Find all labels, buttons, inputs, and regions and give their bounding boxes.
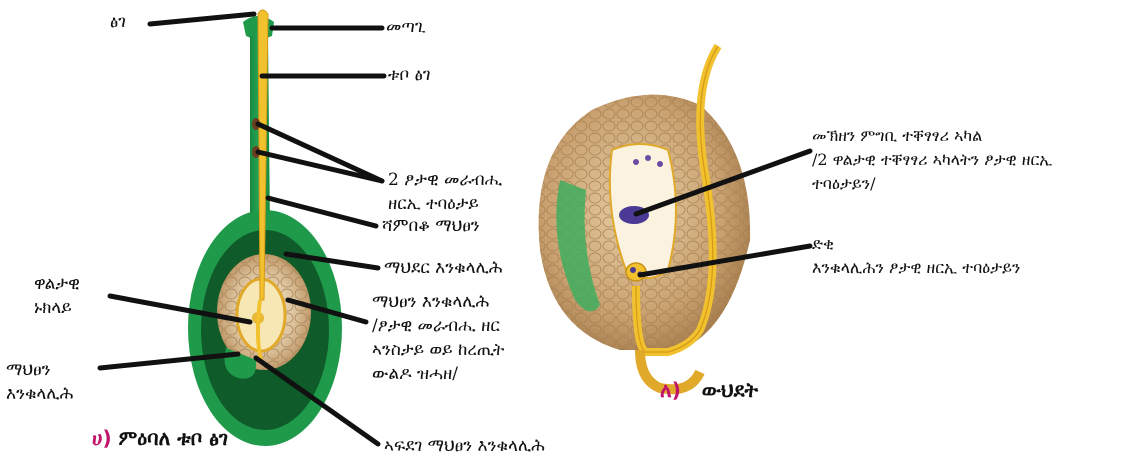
label-egg-cell-line1: ማህፀን	[6, 358, 74, 382]
label-sperm-nuclei-line2: ዘርኢ ተባዕታይ	[388, 192, 502, 216]
label-micropyle: ኣፍደገ ማህፀን እንቁላሊሕ	[384, 434, 545, 458]
label-polar-nuclei-line1: ዋልታዊ	[34, 272, 80, 296]
label-pollen-tube: ቱቦ ፅገ	[388, 63, 431, 87]
label-ovary-wall: ማህደር እንቁላሊሕ	[384, 256, 503, 280]
label-central-cell-line1: መኽዘን ምግቢ ተቐፃፃሪ ኣካል	[812, 124, 1052, 148]
label-ovule: ማህፀን እንቁላሊሕ /ፆታዊ መራብሒ ዘር ኣንስታይ ወይ ከረጢት ው…	[372, 290, 504, 386]
label-ovule-line3: ኣንስታይ ወይ ከረጢት	[372, 338, 504, 362]
label-ovule-line1: ማህፀን እንቁላሊሕ	[372, 290, 504, 314]
caption-right-text: ውህደት	[702, 378, 758, 402]
label-sperm-nuclei-line1: 2 ፆታዊ መራብሒ	[388, 168, 502, 192]
label-central-cell-line2: /2 ዋልታዊ ተቐፃፃሪ ኣካላትን ፆታዊ ዘርኢ	[812, 148, 1052, 172]
label-pollen: ፅገ	[110, 10, 126, 34]
label-egg-cell-line2: እንቁላሊሕ	[6, 382, 74, 406]
label-egg-fusion: ድቂ እንቁላሊሕን ፆታዊ ዘርኢ ተባዕታይን	[812, 232, 1020, 280]
label-sperm-nuclei: 2 ፆታዊ መራብሒ ዘርኢ ተባዕታይ	[388, 168, 502, 216]
caption-right-letter: ለ)	[660, 378, 681, 402]
label-ovule-line4: ውልዶ ዝሓዘ/	[372, 362, 504, 386]
label-ovule-line2: /ፆታዊ መራብሒ ዘር	[372, 314, 504, 338]
label-egg-fusion-line2: እንቁላሊሕን ፆታዊ ዘርኢ ተባዕታይን	[812, 256, 1020, 280]
label-polar-nuclei-line2: ኑክላይ	[34, 296, 80, 320]
label-central-cell: መኽዘን ምግቢ ተቐፃፃሪ ኣካል /2 ዋልታዊ ተቐፃፃሪ ኣካላትን ፆ…	[812, 124, 1052, 196]
label-egg-fusion-line1: ድቂ	[812, 232, 1020, 256]
label-stigma: መጣጊ	[386, 15, 426, 39]
caption-left-text: ምዕባለ ቱቦ ፅገ	[119, 426, 228, 450]
label-polar-nuclei: ዋልታዊ ኑክላይ	[34, 272, 80, 320]
label-style: ሻምበቆ ማህፀን	[382, 214, 480, 238]
caption-right: ለ) ውህደት	[660, 378, 758, 402]
label-central-cell-line3: ተባዕታይን/	[812, 172, 1052, 196]
caption-left: ሀ) ምዕባለ ቱቦ ፅገ	[92, 426, 228, 450]
caption-left-letter: ሀ)	[92, 426, 112, 450]
label-egg-cell: ማህፀን እንቁላሊሕ	[6, 358, 74, 406]
ovule-drawing	[539, 46, 750, 389]
